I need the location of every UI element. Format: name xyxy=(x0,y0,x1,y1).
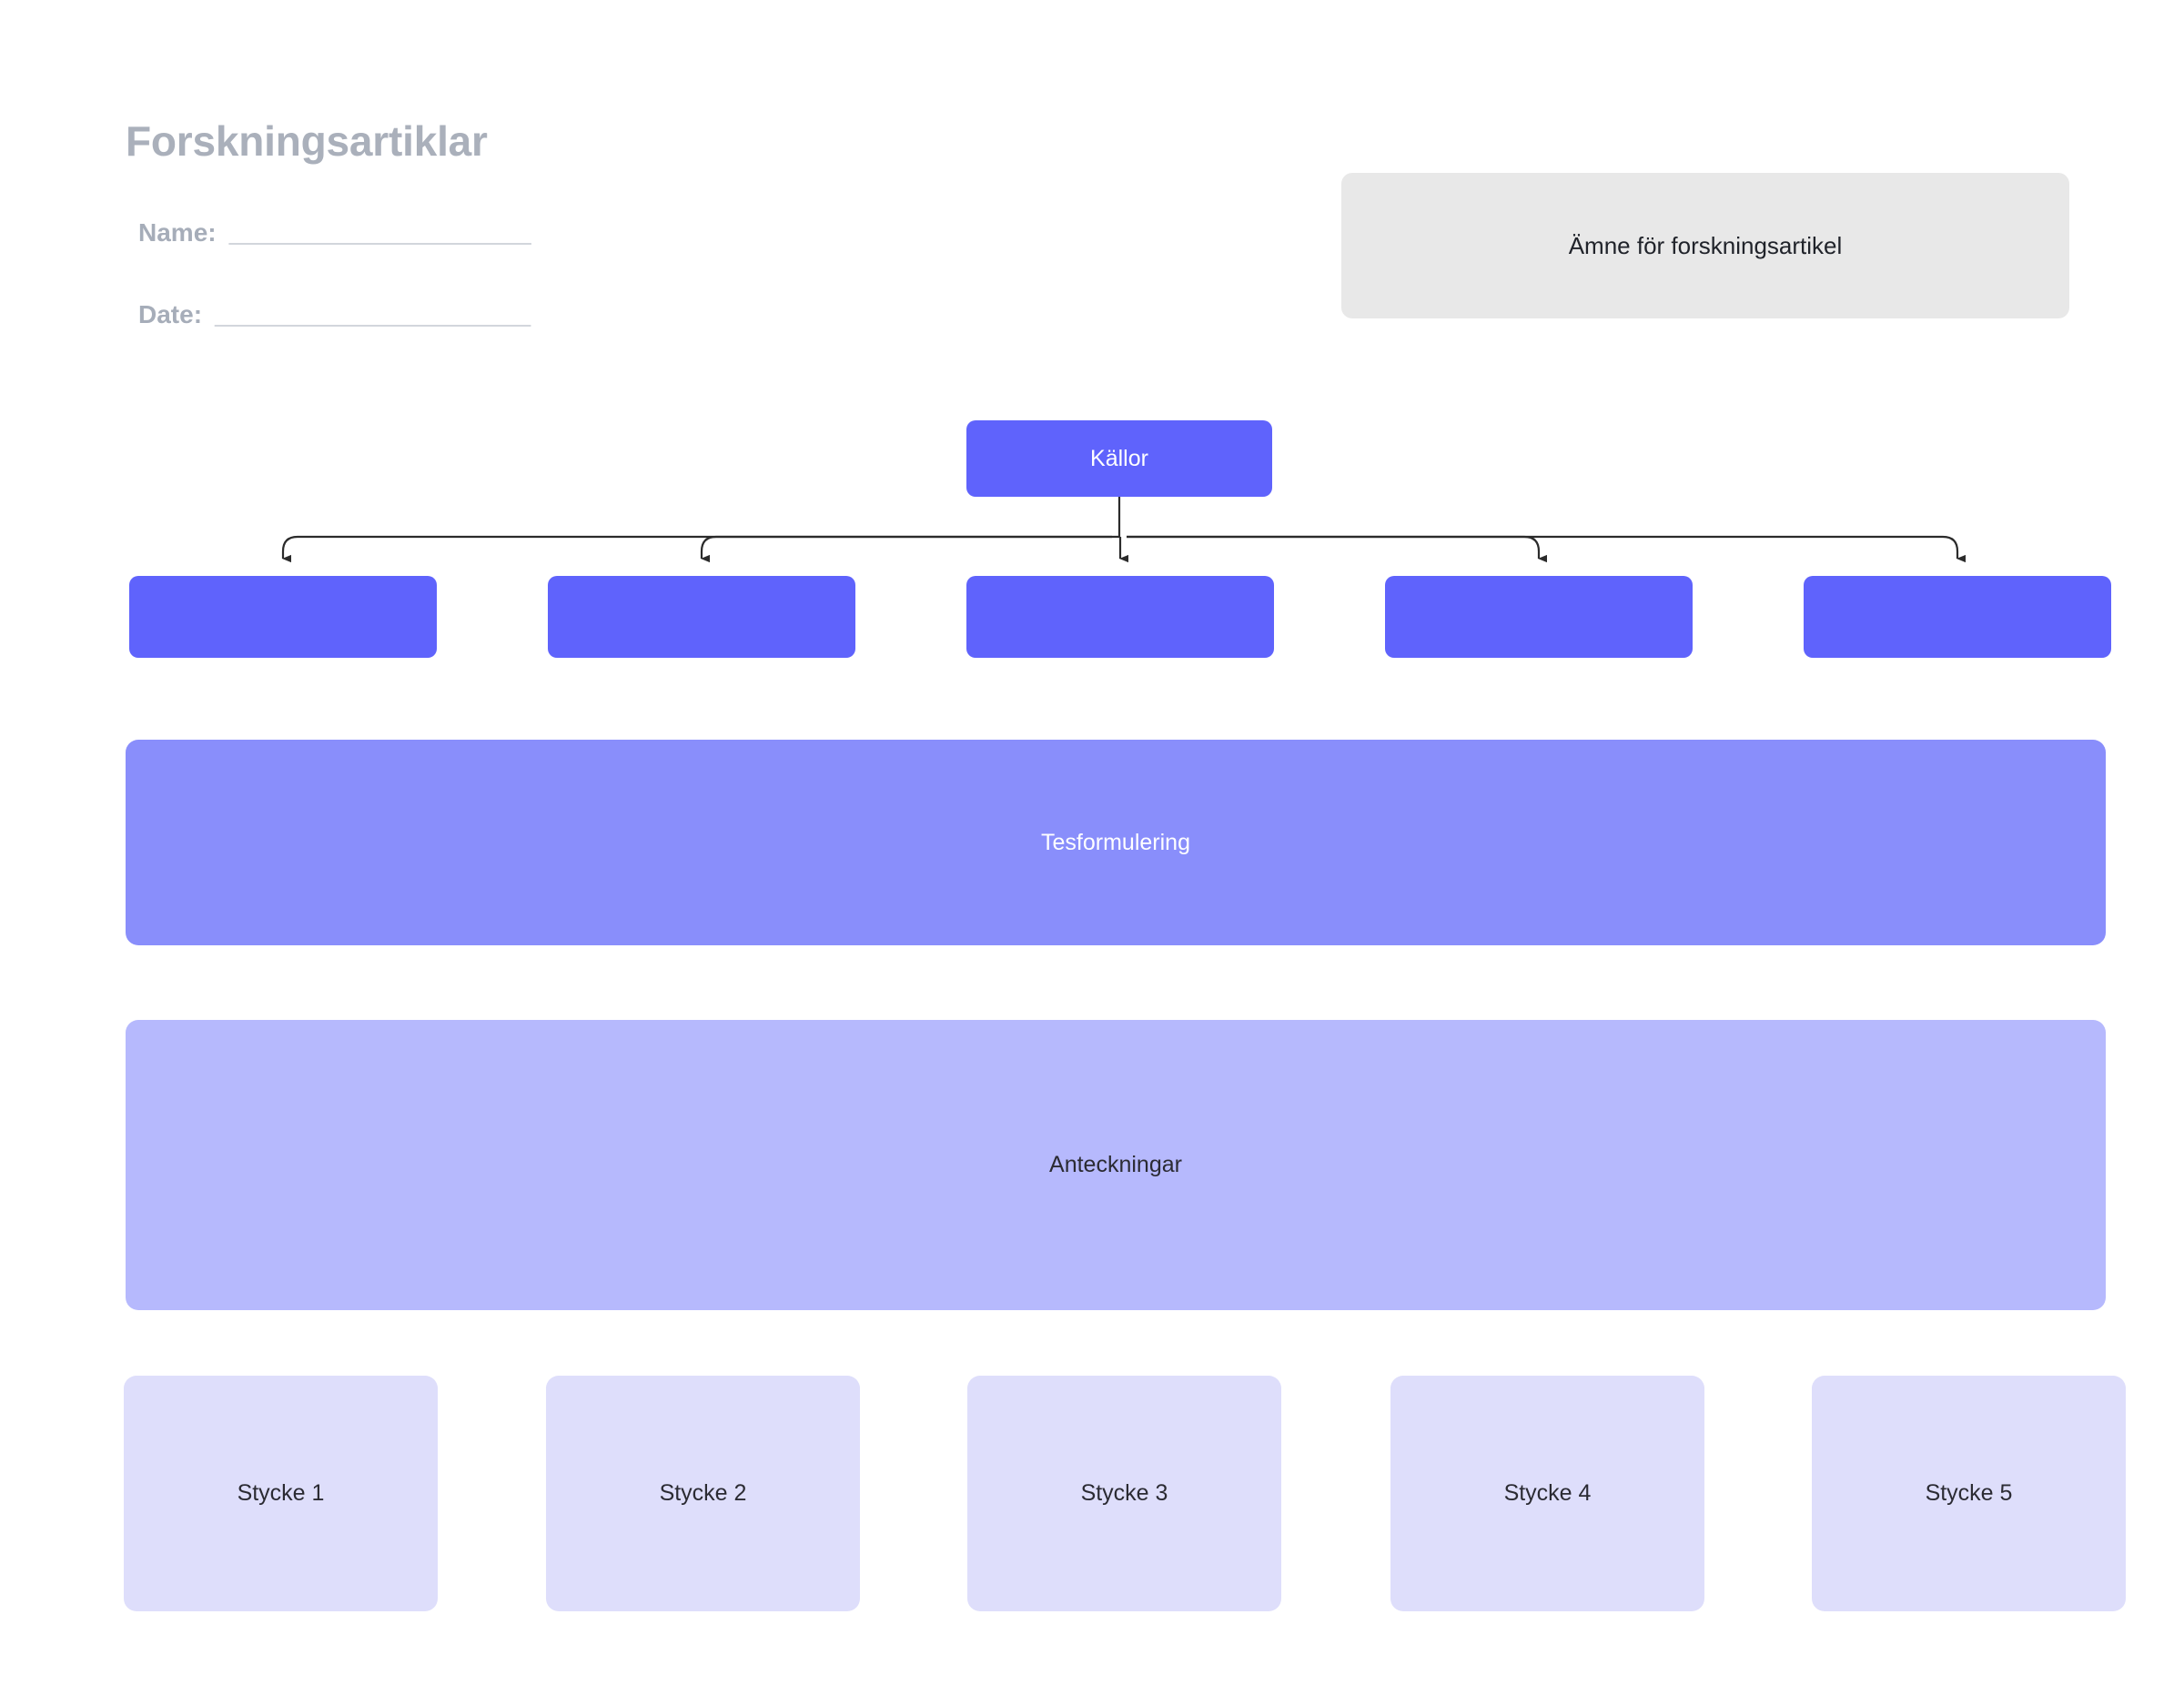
node-tesformulering[interactable]: Tesformulering xyxy=(126,740,2106,945)
node-kallor-label: Källor xyxy=(1090,445,1148,471)
node-source-1[interactable] xyxy=(129,576,437,658)
node-source-3[interactable] xyxy=(966,576,1274,658)
node-source-5[interactable] xyxy=(1804,576,2111,658)
connector-to-branch-5 xyxy=(1127,535,1966,563)
node-anteckningar-label: Anteckningar xyxy=(1049,1152,1182,1177)
connector-to-branch-4 xyxy=(1127,535,1547,563)
name-field-label: Name: xyxy=(138,218,217,247)
node-paragraph-1[interactable]: Stycke 1 xyxy=(124,1376,438,1611)
node-tesformulering-label: Tesformulering xyxy=(1041,829,1190,855)
date-field-row: Date: _______________________ xyxy=(138,300,531,329)
name-field-row: Name: ______________________ xyxy=(138,218,531,247)
node-paragraph-2-label: Stycke 2 xyxy=(659,1480,747,1506)
connector-to-branch-2 xyxy=(700,535,1112,563)
node-source-4[interactable] xyxy=(1385,576,1693,658)
date-field-label: Date: xyxy=(138,300,203,328)
name-field-writeline[interactable]: ______________________ xyxy=(228,218,531,247)
topic-box-label: Ämne för forskningsartikel xyxy=(1568,231,1843,259)
node-paragraph-2[interactable]: Stycke 2 xyxy=(546,1376,860,1611)
connector-to-branch-1 xyxy=(281,535,1119,563)
node-paragraph-5[interactable]: Stycke 5 xyxy=(1812,1376,2126,1611)
node-paragraph-5-label: Stycke 5 xyxy=(1925,1480,2013,1506)
node-kallor[interactable]: Källor xyxy=(966,420,1272,497)
topic-box[interactable]: Ämne för forskningsartikel xyxy=(1341,173,2069,318)
page-title: Forskningsartiklar xyxy=(126,117,488,165)
node-paragraph-4-label: Stycke 4 xyxy=(1503,1480,1592,1506)
node-paragraph-4[interactable]: Stycke 4 xyxy=(1390,1376,1704,1611)
node-paragraph-3[interactable]: Stycke 3 xyxy=(967,1376,1281,1611)
date-field-writeline[interactable]: _______________________ xyxy=(215,300,531,328)
node-anteckningar[interactable]: Anteckningar xyxy=(126,1020,2106,1310)
node-source-2[interactable] xyxy=(548,576,855,658)
node-paragraph-3-label: Stycke 3 xyxy=(1080,1480,1168,1506)
node-paragraph-1-label: Stycke 1 xyxy=(237,1480,325,1506)
